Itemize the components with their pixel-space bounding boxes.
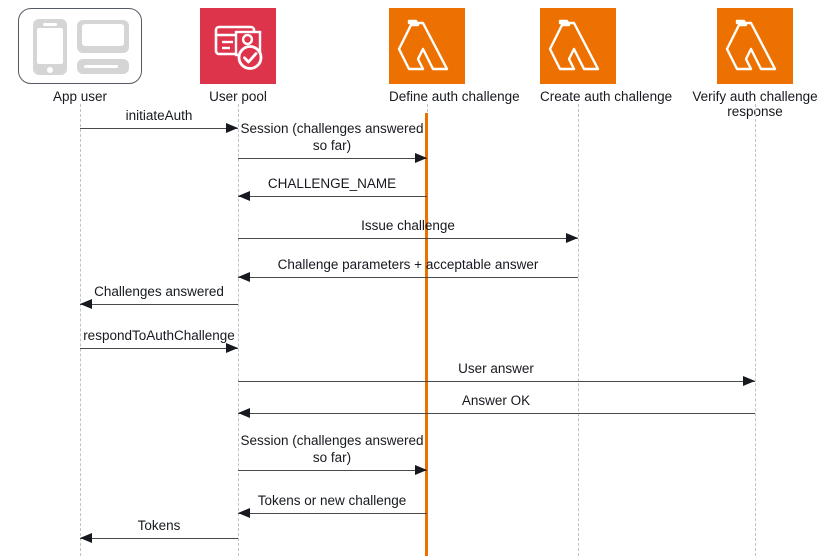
arrowhead-left-icon xyxy=(238,507,250,518)
actor-label-create-auth-challenge: Create auth challenge xyxy=(540,89,673,104)
arrowhead-right-icon xyxy=(415,464,427,475)
message-label: Tokens or new challenge xyxy=(257,493,407,508)
lambda-icon xyxy=(717,8,793,84)
arrowhead-left-icon xyxy=(238,407,250,418)
cognito-user-pool-icon xyxy=(200,8,276,84)
lifeline-verify-auth-challenge xyxy=(755,104,756,556)
actor-label-define-auth-challenge: Define auth challenge xyxy=(389,89,520,104)
lambda-icon xyxy=(389,8,465,84)
actor-label-verify-auth-challenge: Verify auth challenge response xyxy=(692,89,818,119)
message-label: Challenge parameters + acceptable answer xyxy=(277,257,539,272)
arrowhead-right-icon xyxy=(415,152,427,163)
actor-define-auth-challenge: Define auth challenge xyxy=(389,8,520,104)
arrowhead-left-icon xyxy=(238,271,250,282)
arrowhead-right-icon xyxy=(226,342,238,353)
message-label: Tokens xyxy=(137,518,181,533)
arrowhead-right-icon xyxy=(743,375,755,386)
message-label: initiateAuth xyxy=(125,108,193,123)
activation-bar-define-auth-challenge xyxy=(425,113,429,556)
arrowhead-left-icon xyxy=(80,298,92,309)
arrowhead-left-icon xyxy=(238,190,250,201)
message-label: Challenges answered xyxy=(94,284,224,299)
lifeline-app-user xyxy=(80,104,81,556)
lifeline-create-auth-challenge xyxy=(578,104,579,556)
message-label: Answer OK xyxy=(461,393,531,408)
actor-label-user-pool: User pool xyxy=(209,89,267,104)
arrowhead-right-icon xyxy=(566,232,578,243)
message-label: Session (challenges answered so far) xyxy=(240,121,424,153)
devices-icon xyxy=(18,8,142,84)
message-label: User answer xyxy=(458,361,534,376)
actor-verify-auth-challenge: Verify auth challenge response xyxy=(692,8,818,119)
actor-app-user: App user xyxy=(18,8,142,104)
message-label: Session (challenges answered so far) xyxy=(240,433,424,465)
actor-label-app-user: App user xyxy=(52,89,108,104)
actor-create-auth-challenge: Create auth challenge xyxy=(540,8,673,104)
lifeline-user-pool xyxy=(238,104,239,556)
message-label: Issue challenge xyxy=(361,218,455,233)
arrowhead-left-icon xyxy=(80,532,92,543)
actor-user-pool: User pool xyxy=(200,8,276,104)
message-label: CHALLENGE_NAME xyxy=(267,176,397,191)
lambda-icon xyxy=(540,8,616,84)
arrowhead-right-icon xyxy=(226,122,238,133)
message-label: respondToAuthChallenge xyxy=(83,328,235,343)
